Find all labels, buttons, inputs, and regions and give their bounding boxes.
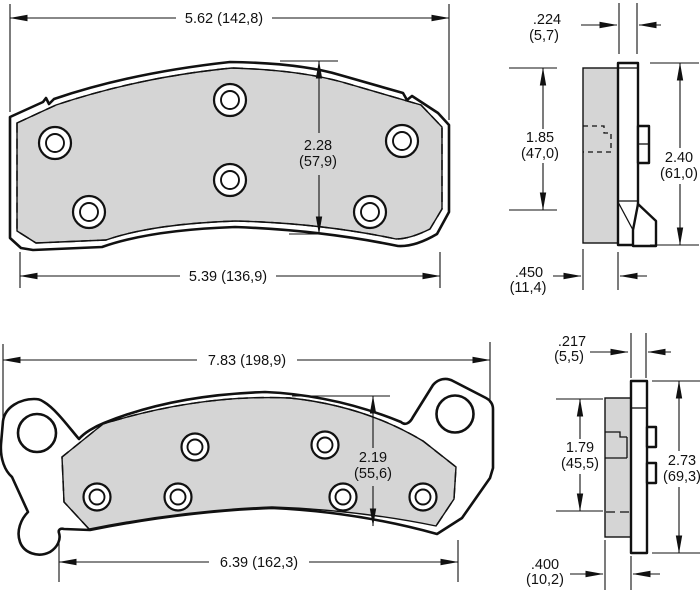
dim-label-pad2-height-in: 2.19 <box>359 450 387 466</box>
dim-label-pad2-lining-height-in: 1.79 <box>566 440 594 456</box>
hole-bore <box>334 488 352 506</box>
pad2-right-ear-hole <box>435 394 475 434</box>
pad1-front-view: 5.62 (142,8) 5.39 (136,9) 2.28 (57,9) <box>8 4 451 288</box>
dim-label-pad1-height-in: 2.28 <box>304 138 332 154</box>
pad1-side-friction <box>582 67 619 244</box>
pad2-front-view: 7.83 (198,9) 6.39 (162,3) 2.19 (55,6) <box>0 342 495 582</box>
dim-label-pad1-plate-thickness-mm: (5,7) <box>529 28 559 44</box>
dim-label-pad2-lining-height-mm: (45,5) <box>561 456 599 472</box>
pad2-side-view: .217 (5,5) 1.79 (45,5) 2.73 (69,3) .400 … <box>526 333 700 590</box>
pad2-side-tab <box>645 461 658 485</box>
dim-label-pad1-lining-height-in: 1.85 <box>526 130 554 146</box>
hole-bore <box>45 133 65 153</box>
dim-label-pad1-height-mm: (57,9) <box>299 154 337 170</box>
pad2-front-dimensions: 7.83 (198,9) 6.39 (162,3) 2.19 (55,6) <box>2 342 491 582</box>
pad1-side-foot <box>631 202 658 248</box>
pad2-side-backplate <box>629 379 649 555</box>
hole-bore <box>220 90 240 110</box>
pad1-side-dimensions: .224 (5,7) 1.85 (47,0) 2.40 (61,0) .450 … <box>509 3 699 296</box>
pad2-side-tab <box>645 425 658 449</box>
pad1-front-dimensions: 5.62 (142,8) 5.39 (136,9) 2.28 (57,9) <box>9 4 450 288</box>
friction-step-lines <box>605 431 628 459</box>
dim-label-pad2-lining-thickness-mm: (10,2) <box>526 572 564 588</box>
dim-label-pad2-overall-width: 7.83 (198,9) <box>208 353 286 369</box>
hole-bore <box>414 488 432 506</box>
dim-label-pad2-height-mm: (55,6) <box>354 466 392 482</box>
hole-bore <box>220 170 240 190</box>
rivet-hole <box>180 432 210 462</box>
dim-label-pad2-plate-thickness-mm: (5,5) <box>554 349 584 365</box>
dim-label-pad1-lining-thickness-mm: (11,4) <box>510 280 547 296</box>
hole-bore <box>316 436 334 454</box>
rivet-hole <box>71 194 107 230</box>
dim-label-pad1-lining-width: 5.39 (136,9) <box>189 269 267 285</box>
rivet-hole <box>37 125 73 161</box>
dim-label-pad1-overall-height-in: 2.40 <box>665 150 693 166</box>
rivet-hole <box>82 482 112 512</box>
pad2-side-friction <box>604 397 632 538</box>
hole-bore <box>360 202 380 222</box>
rivet-hole <box>310 430 340 460</box>
rivet-hole <box>352 194 388 230</box>
dim-label-pad1-lining-thickness-in: .450 <box>515 265 543 281</box>
dim-label-pad2-overall-height-in: 2.73 <box>668 453 696 469</box>
hole-bore <box>392 131 412 151</box>
rivet-hole <box>212 162 248 198</box>
rivet-hole <box>408 482 438 512</box>
pad1-side-view: .224 (5,7) 1.85 (47,0) 2.40 (61,0) .450 … <box>509 3 699 296</box>
pad1-rivet-holes <box>37 82 420 230</box>
dim-label-pad2-lining-thickness-in: .400 <box>531 557 559 573</box>
pad2-lining-dashed-outline <box>61 396 457 530</box>
pad2-rivet-holes <box>82 430 438 512</box>
dim-label-pad2-overall-height-mm: (69,3) <box>663 469 700 485</box>
hole-bore <box>169 488 187 506</box>
dim-label-pad1-overall-height-mm: (61,0) <box>660 166 698 182</box>
dim-label-pad2-lining-width: 6.39 (162,3) <box>220 555 298 571</box>
dim-label-pad1-plate-thickness-in: .224 <box>533 12 561 28</box>
dim-label-pad2-plate-thickness-in: .217 <box>558 334 586 350</box>
abutment-dashed-notch <box>583 125 612 153</box>
hole-bore <box>79 202 99 222</box>
rivet-hole <box>328 482 358 512</box>
rivet-hole <box>212 82 248 118</box>
rivet-hole <box>163 482 193 512</box>
dim-label-pad1-lining-height-mm: (47,0) <box>521 146 559 162</box>
hole-bore <box>88 488 106 506</box>
pad2-left-ear-hole <box>16 412 58 454</box>
pad1-lining-dashed-outline <box>16 67 443 244</box>
pad2-side-dimensions: .217 (5,5) 1.79 (45,5) 2.73 (69,3) .400 … <box>526 333 700 590</box>
dim-label-pad1-overall-width: 5.62 (142,8) <box>185 11 263 27</box>
rivet-hole <box>384 123 420 159</box>
hole-bore <box>186 438 204 456</box>
foot-edge-line <box>617 201 634 231</box>
